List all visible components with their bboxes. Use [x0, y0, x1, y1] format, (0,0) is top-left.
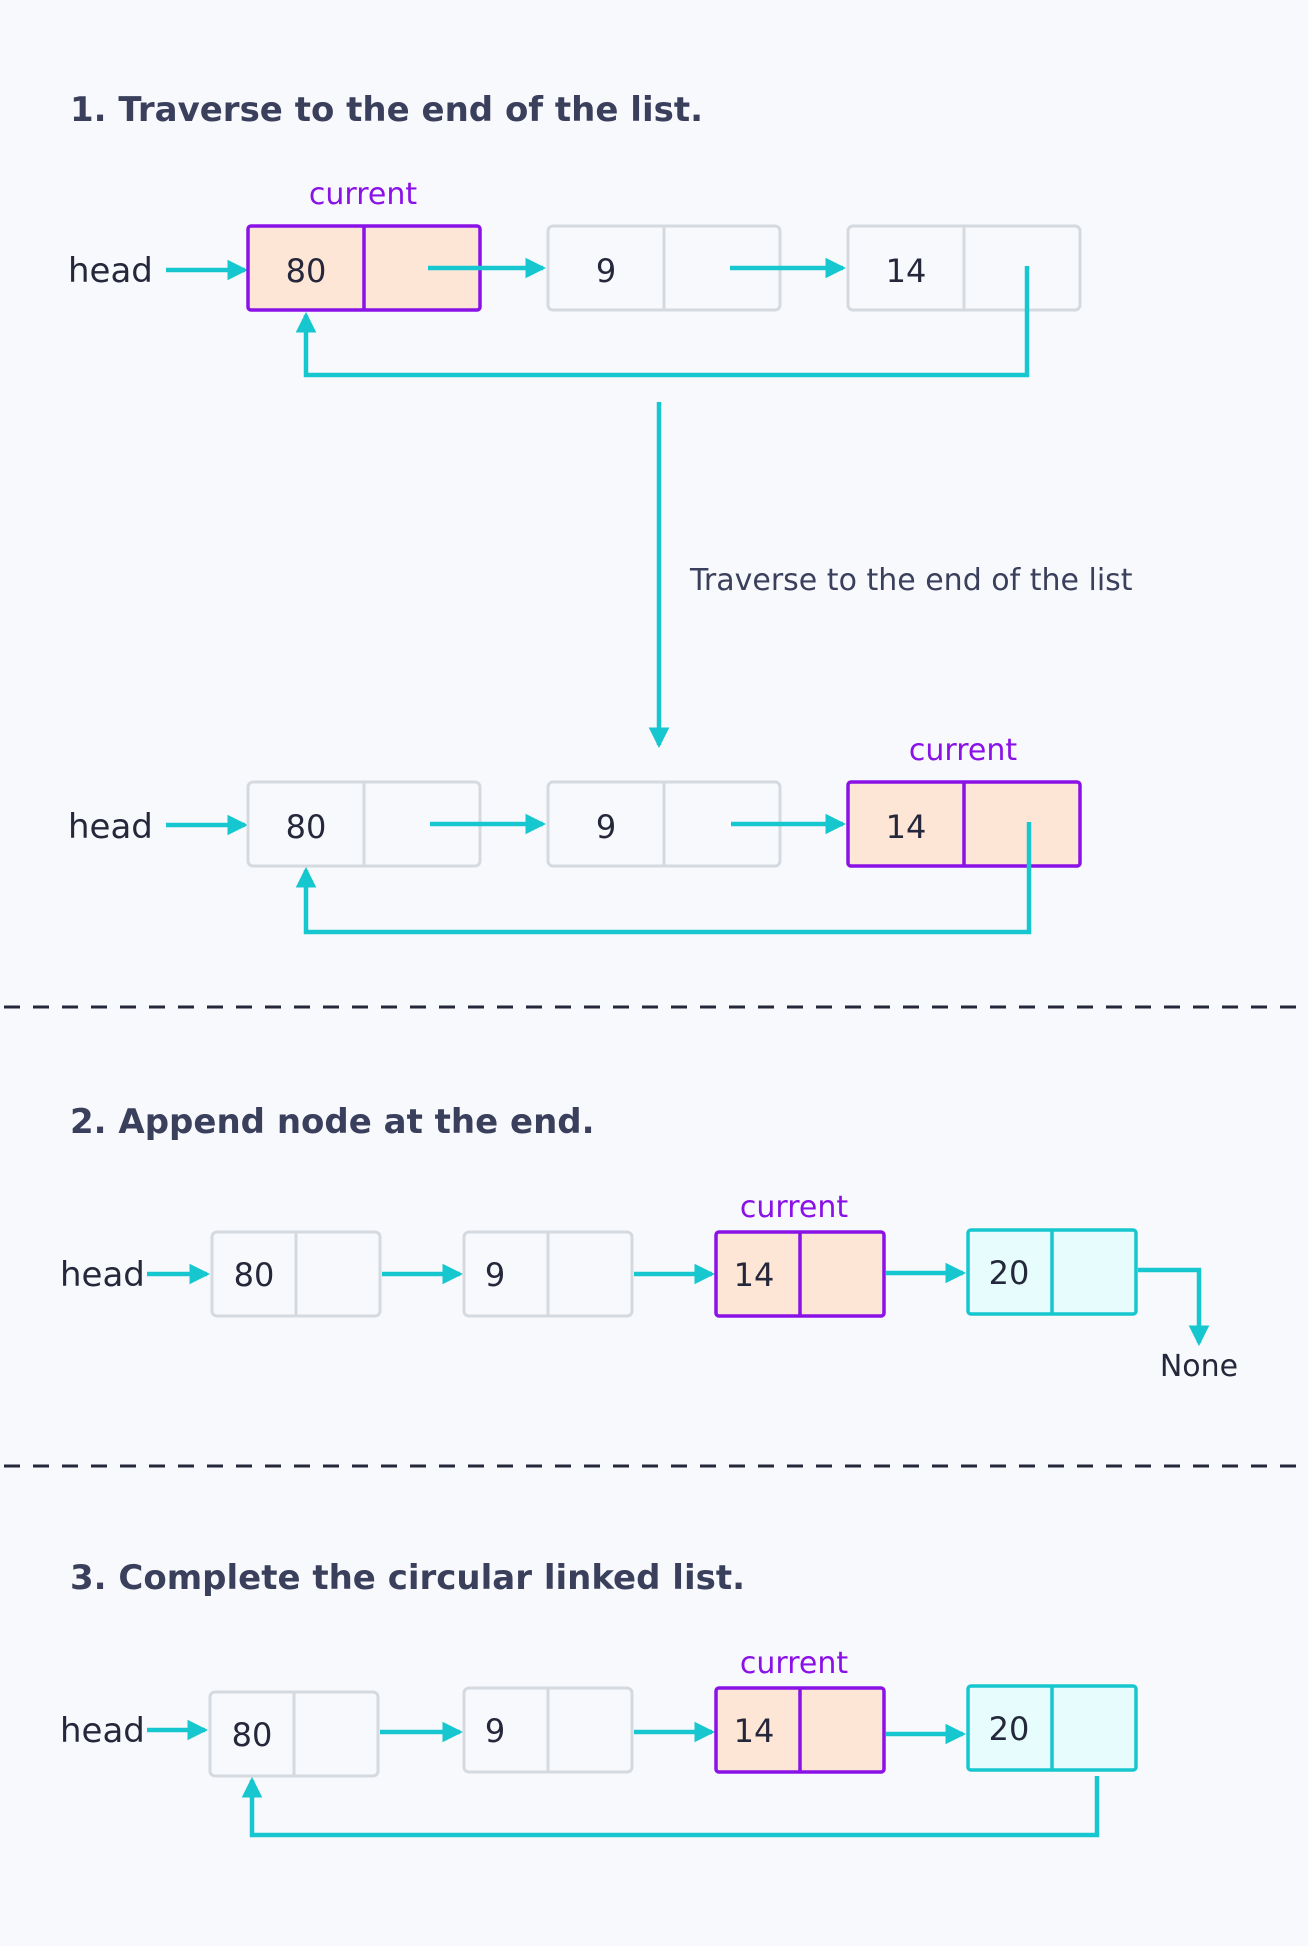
node-9: 9 — [546, 780, 782, 868]
circular-return-arrow — [295, 266, 1030, 378]
head-label: head — [68, 807, 153, 847]
head-label: head — [60, 1255, 145, 1295]
node-14: 14 — [714, 1230, 886, 1318]
node-value: 9 — [485, 1256, 505, 1294]
node-14: 14 — [714, 1686, 886, 1774]
current-label: current — [740, 1646, 848, 1681]
node-value: 80 — [234, 1256, 275, 1294]
head-label: head — [60, 1711, 145, 1751]
step2-title: 2. Append node at the end. — [70, 1102, 595, 1142]
node-value: 14 — [886, 808, 927, 846]
node-value: 80 — [232, 1716, 273, 1754]
node-80: 80 — [210, 1230, 382, 1318]
circular-return-arrow — [241, 1776, 1100, 1838]
node-20: 20 — [966, 1228, 1138, 1316]
traverse-note: Traverse to the end of the list — [689, 563, 1133, 598]
step1-title: 1. Traverse to the end of the list. — [70, 90, 703, 130]
node-value: 20 — [989, 1254, 1030, 1292]
circular-return-arrow — [295, 822, 1032, 935]
node-value: 9 — [485, 1712, 505, 1750]
node-value: 9 — [596, 252, 616, 290]
node-value: 80 — [286, 808, 327, 846]
node-value: 20 — [989, 1710, 1030, 1748]
none-label: None — [1160, 1349, 1238, 1384]
node-14: 14 — [846, 224, 1082, 312]
node-9: 9 — [462, 1230, 634, 1318]
node-value: 14 — [886, 252, 927, 290]
node-80: 80 — [208, 1690, 380, 1778]
head-label: head — [68, 251, 153, 291]
current-label: current — [740, 1190, 848, 1225]
node-20: 20 — [966, 1684, 1138, 1772]
node-value: 9 — [596, 808, 616, 846]
node-value: 80 — [286, 252, 327, 290]
node-9: 9 — [462, 1686, 634, 1774]
current-label: current — [309, 177, 417, 212]
node-value: 14 — [734, 1256, 775, 1294]
step3-title: 3. Complete the circular linked list. — [70, 1558, 745, 1598]
current-label: current — [909, 733, 1017, 768]
node-value: 14 — [734, 1712, 775, 1750]
null-pointer-arrow — [1138, 1267, 1210, 1347]
node-14: 14 — [846, 780, 1082, 868]
